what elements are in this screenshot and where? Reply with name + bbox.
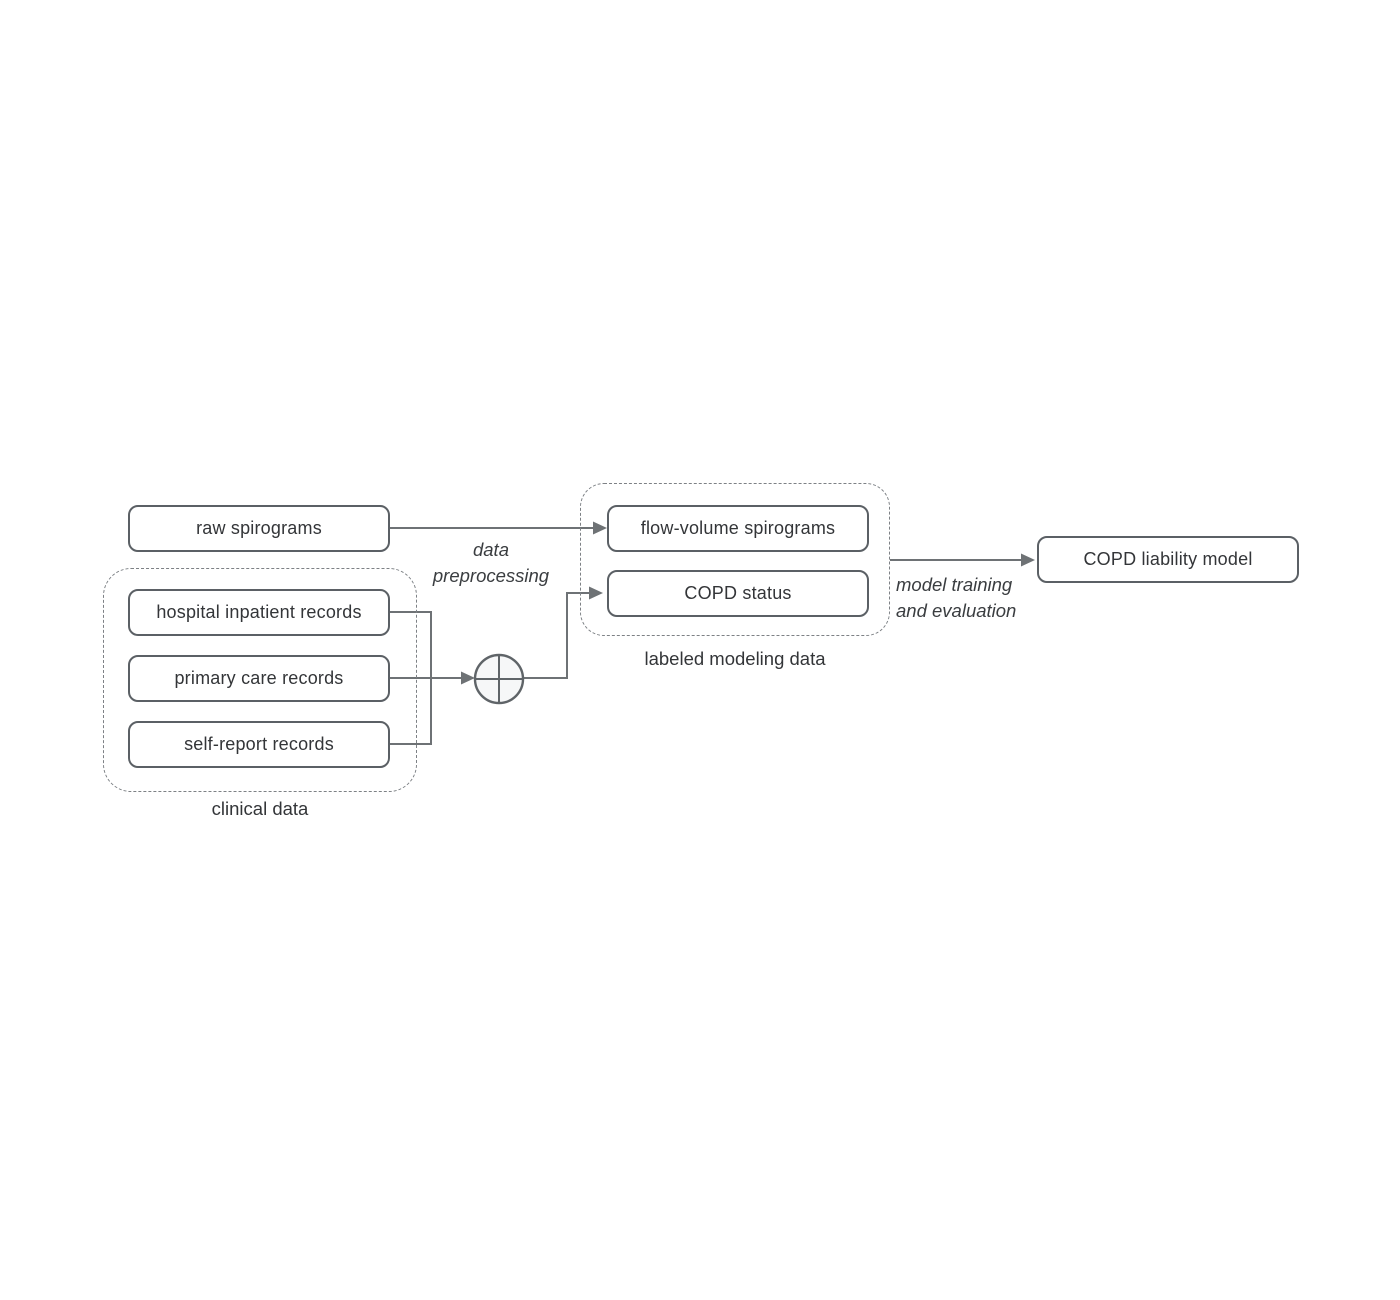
node-hospital-inpatient-records: hospital inpatient records [128, 589, 390, 636]
annotation-data-preprocessing-line1: data [472, 539, 509, 560]
node-raw-spirograms-label: raw spirograms [196, 518, 322, 538]
node-copd-liability-model-label: COPD liability model [1083, 549, 1253, 569]
caption-labeled-modeling-data: labeled modeling data [644, 648, 826, 669]
node-raw-spirograms: raw spirograms [128, 505, 390, 552]
node-primary-care-records-label: primary care records [174, 668, 344, 688]
node-copd-liability-model: COPD liability model [1037, 536, 1299, 583]
caption-clinical-data: clinical data [211, 798, 309, 819]
annotation-model-training-line1: model training [896, 574, 1013, 595]
node-copd-status-label: COPD status [684, 583, 792, 603]
arrowhead-model [1021, 553, 1035, 567]
annotation-data-preprocessing-line2: preprocessing [432, 565, 550, 586]
node-copd-status: COPD status [607, 570, 869, 617]
node-hospital-inpatient-records-label: hospital inpatient records [156, 602, 362, 622]
merge-junction-icon [473, 653, 525, 705]
annotation-model-training-line2: and evaluation [896, 600, 1017, 621]
node-self-report-records-label: self-report records [184, 734, 334, 754]
node-flow-volume-spirograms: flow-volume spirograms [607, 505, 869, 552]
group-labeled-modeling-data [580, 483, 890, 636]
node-self-report-records: self-report records [128, 721, 390, 768]
arrowhead-merge [461, 671, 475, 685]
node-flow-volume-spirograms-label: flow-volume spirograms [640, 518, 836, 538]
annotation-data-preprocessing: data preprocessing [391, 537, 591, 589]
node-primary-care-records: primary care records [128, 655, 390, 702]
annotation-model-training: model training and evaluation [896, 572, 1066, 624]
